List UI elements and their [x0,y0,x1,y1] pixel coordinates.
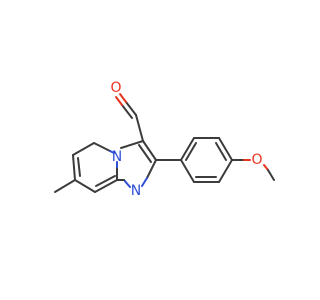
oxygen-label: O [251,152,262,168]
oxygen-label: O [110,80,121,96]
bond [142,140,157,161]
bond [125,101,137,116]
structure-diagram: O N N O [54,80,275,199]
bond [180,159,195,183]
bond [267,169,275,181]
bond [72,154,76,181]
bond [135,114,144,142]
bond [72,142,95,156]
bond [185,142,197,161]
bond [123,179,131,188]
bond [115,96,123,106]
bond [120,140,144,149]
bond [77,157,81,177]
nitrogen-label: N [112,149,122,165]
bond [119,93,127,103]
bond [218,159,233,183]
bond [146,159,157,179]
bond [141,177,148,187]
bond [218,137,233,161]
bond [94,179,118,193]
bond [180,137,195,161]
bond [74,179,96,193]
bond [121,104,133,119]
atom-labels: O N N O [110,80,262,199]
bond [138,144,152,163]
bond [95,175,116,187]
bond [109,150,115,154]
bond [215,142,227,161]
bond [263,164,269,171]
bond [93,142,111,152]
nitrogen-label: N [131,183,141,199]
bond [54,179,76,193]
bonds [54,93,275,193]
